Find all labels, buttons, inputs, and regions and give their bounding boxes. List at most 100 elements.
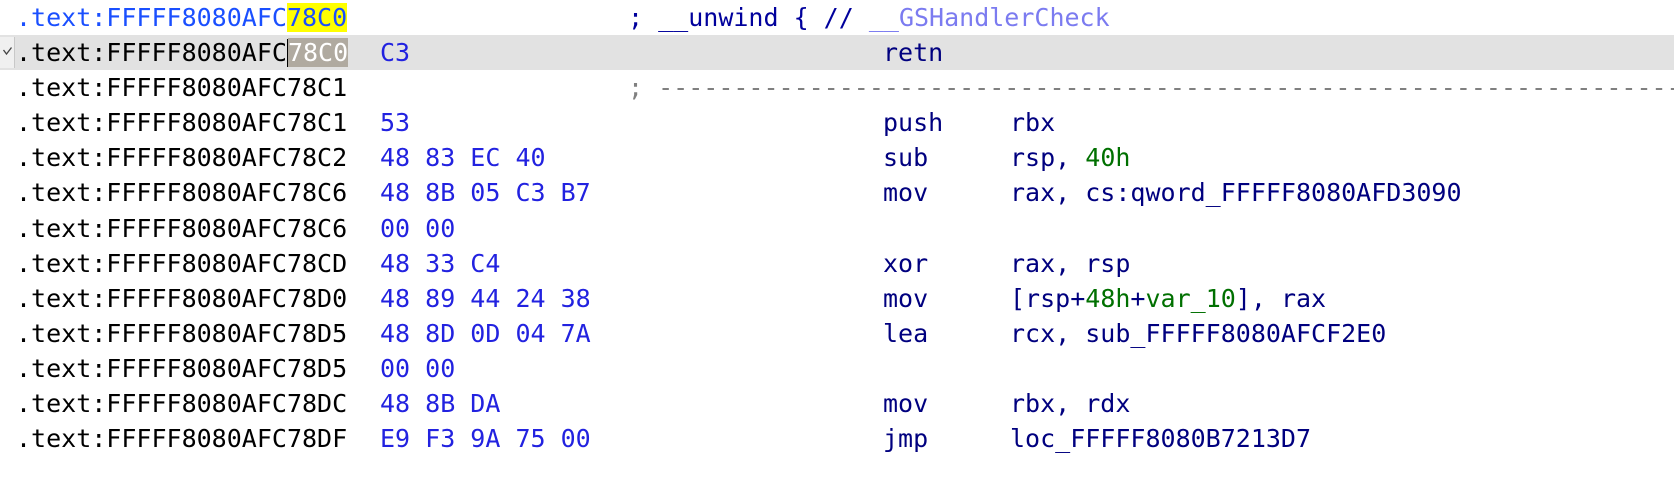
separator-cell: ; --------------------------------------… bbox=[628, 70, 1674, 105]
address-suffix: 78C1 bbox=[286, 108, 348, 138]
address-prefix: .text:FFFFF8080AFC bbox=[16, 318, 287, 348]
operands-cell: rax, rsp bbox=[1010, 246, 1130, 281]
address-cell: .text:FFFFF8080AFC78C1 bbox=[16, 105, 347, 140]
operand-text[interactable]: loc_FFFFF8080B7213D7 bbox=[1010, 424, 1312, 454]
opcode-bytes: 48 89 44 24 38 bbox=[380, 283, 591, 313]
address-suffix: 78DF bbox=[286, 424, 348, 454]
mnemonic[interactable]: jmp bbox=[883, 424, 929, 454]
operands-cell: rbx, rdx bbox=[1010, 386, 1130, 421]
asm-row[interactable]: .text:FFFFF8080AFC78DF E9 F3 9A 75 00 jmp l… bbox=[0, 421, 1674, 456]
operands-cell: rax, cs:qword_FFFFF8080AFD3090 bbox=[1010, 175, 1462, 210]
opcode-bytes: 00 00 bbox=[380, 213, 456, 243]
address-suffix: 78DC bbox=[286, 389, 348, 419]
asm-row[interactable]: .text:FFFFF8080AFC78C6 00 00 bbox=[0, 211, 1674, 246]
address-prefix: .text:FFFFF8080AFC bbox=[16, 353, 287, 383]
collapse-box[interactable] bbox=[0, 37, 15, 69]
operands-cell: rcx, sub_FFFFF8080AFCF2E0 bbox=[1010, 316, 1386, 351]
asm-row[interactable]: .text:FFFFF8080AFC78CD 48 33 C4 xor rax, rs… bbox=[0, 246, 1674, 281]
asm-row[interactable]: .text:FFFFF8080AFC78D5 00 00 bbox=[0, 351, 1674, 386]
opcode-bytes: C3 bbox=[380, 38, 411, 68]
operand-text[interactable]: rsp, bbox=[1010, 143, 1086, 173]
operand-text[interactable]: [rsp+ bbox=[1010, 283, 1086, 313]
address-suffix: 78C0 bbox=[286, 3, 348, 32]
address-suffix: 78C6 bbox=[286, 213, 348, 243]
asm-row[interactable]: .text:FFFFF8080AFC78C0; __unwind { // __… bbox=[0, 0, 1674, 35]
address-cell: .text:FFFFF8080AFC78DC bbox=[16, 386, 347, 421]
address-prefix: .text:FFFFF8080AFC bbox=[16, 38, 287, 68]
operands-cell: [rsp+48h+var_10], rax bbox=[1010, 281, 1326, 316]
address-cell: .text:FFFFF8080AFC78D5 bbox=[16, 316, 347, 351]
address-cell: .text:FFFFF8080AFC78C6 bbox=[16, 211, 347, 246]
operand-text[interactable]: ], rax bbox=[1235, 283, 1327, 313]
mnemonic[interactable]: xor bbox=[883, 248, 929, 278]
mnemonic[interactable]: lea bbox=[883, 318, 929, 348]
comment-text: __unwind { // bbox=[643, 3, 869, 32]
operand-text[interactable]: rbx bbox=[1010, 108, 1056, 138]
opcode-bytes: 00 00 bbox=[380, 353, 456, 383]
address-prefix: .text:FFFFF8080AFC bbox=[16, 283, 287, 313]
opcode-bytes: 48 8B 05 C3 B7 bbox=[380, 178, 591, 208]
mnemonic[interactable]: retn bbox=[883, 38, 944, 68]
address-suffix: 78D5 bbox=[286, 318, 348, 348]
address-prefix: .text:FFFFF8080AFC bbox=[16, 143, 287, 173]
chevron-collapse-icon[interactable] bbox=[2, 46, 13, 57]
address-cell: .text:FFFFF8080AFC78C2 bbox=[16, 140, 347, 175]
operand-text[interactable]: rbx, rdx bbox=[1010, 389, 1131, 419]
operand-text[interactable]: + bbox=[1130, 283, 1146, 313]
address-prefix: .text:FFFFF8080AFC bbox=[16, 178, 287, 208]
mnemonic[interactable]: push bbox=[883, 108, 944, 138]
address-cell: .text:FFFFF8080AFC78DF bbox=[16, 421, 347, 456]
mnemonic[interactable]: sub bbox=[883, 143, 929, 173]
asm-row[interactable]: .text:FFFFF8080AFC78C1; ----------------… bbox=[0, 70, 1674, 105]
asm-row[interactable]: .text:FFFFF8080AFC78C0 C3 retn bbox=[0, 35, 1674, 71]
mnemonic[interactable]: mov bbox=[883, 283, 929, 313]
address-prefix: .text:FFFFF8080AFC bbox=[16, 389, 287, 419]
gutter-column bbox=[0, 35, 16, 70]
comment-cell: ; __unwind { // __GSHandlerCheck bbox=[628, 0, 1110, 35]
address-cell: .text:FFFFF8080AFC78C1 bbox=[16, 70, 347, 105]
address-cell: .text:FFFFF8080AFC78C0 bbox=[16, 0, 348, 35]
address-prefix: .text:FFFFF8080AFC bbox=[16, 73, 287, 103]
address-prefix: .text:FFFFF8080AFC bbox=[16, 213, 287, 243]
address-cell: .text:FFFFF8080AFC78C0 bbox=[16, 35, 349, 70]
asm-row[interactable]: .text:FFFFF8080AFC78D0 48 89 44 24 38 mov [… bbox=[0, 281, 1674, 316]
library-name[interactable]: __GSHandlerCheck bbox=[868, 3, 1110, 32]
mnemonic[interactable]: mov bbox=[883, 178, 929, 208]
opcode-bytes: E9 F3 9A 75 00 bbox=[380, 424, 591, 454]
separator-semicolon: ; bbox=[628, 73, 659, 103]
address-prefix: .text:FFFFF8080AFC bbox=[16, 424, 287, 454]
comment-semicolon: ; bbox=[628, 3, 644, 32]
address-suffix: 78D0 bbox=[286, 283, 348, 313]
address-suffix: 78C1 bbox=[286, 73, 348, 103]
address-suffix: 78C2 bbox=[286, 143, 348, 173]
operand-text[interactable]: rax, cs:qword_FFFFF8080AFD3090 bbox=[1010, 178, 1462, 208]
address-prefix: .text:FFFFF8080AFC bbox=[16, 248, 287, 278]
operand-text[interactable]: rax, rsp bbox=[1010, 248, 1131, 278]
opcode-bytes: 48 33 C4 bbox=[380, 248, 501, 278]
asm-row[interactable]: .text:FFFFF8080AFC78DC 48 8B DA mov rbx, rd… bbox=[0, 386, 1674, 421]
opcode-bytes: 48 8D 0D 04 7A bbox=[380, 318, 591, 348]
mnemonic[interactable]: mov bbox=[883, 389, 929, 419]
address-prefix: .text:FFFFF8080AFC bbox=[16, 3, 287, 32]
operand-immediate[interactable]: 48h bbox=[1085, 283, 1131, 313]
address-suffix: 78C0 bbox=[287, 38, 349, 68]
operands-cell: rbx bbox=[1010, 105, 1055, 140]
operand-immediate[interactable]: var_10 bbox=[1145, 283, 1236, 313]
opcode-bytes: 48 83 EC 40 bbox=[380, 143, 546, 173]
address-cell: .text:FFFFF8080AFC78C6 bbox=[16, 175, 347, 210]
operand-text[interactable]: rcx, sub_FFFFF8080AFCF2E0 bbox=[1010, 318, 1387, 348]
asm-row[interactable]: .text:FFFFF8080AFC78C2 48 83 EC 40 sub rsp,… bbox=[0, 140, 1674, 175]
address-prefix: .text:FFFFF8080AFC bbox=[16, 108, 287, 138]
operand-immediate[interactable]: 40h bbox=[1085, 143, 1131, 173]
separator-dashes: ----------------------------------------… bbox=[658, 73, 1674, 103]
address-suffix: 78CD bbox=[286, 248, 348, 278]
address-cell: .text:FFFFF8080AFC78CD bbox=[16, 246, 347, 281]
asm-row[interactable]: .text:FFFFF8080AFC78C6 48 8B 05 C3 B7 mov r… bbox=[0, 175, 1674, 210]
opcode-bytes: 48 8B DA bbox=[380, 389, 501, 419]
asm-row[interactable]: .text:FFFFF8080AFC78D5 48 8D 0D 04 7A lea r… bbox=[0, 316, 1674, 351]
address-cell: .text:FFFFF8080AFC78D0 bbox=[16, 281, 347, 316]
address-suffix: 78D5 bbox=[286, 353, 348, 383]
operands-cell: rsp, 40h bbox=[1010, 140, 1130, 175]
